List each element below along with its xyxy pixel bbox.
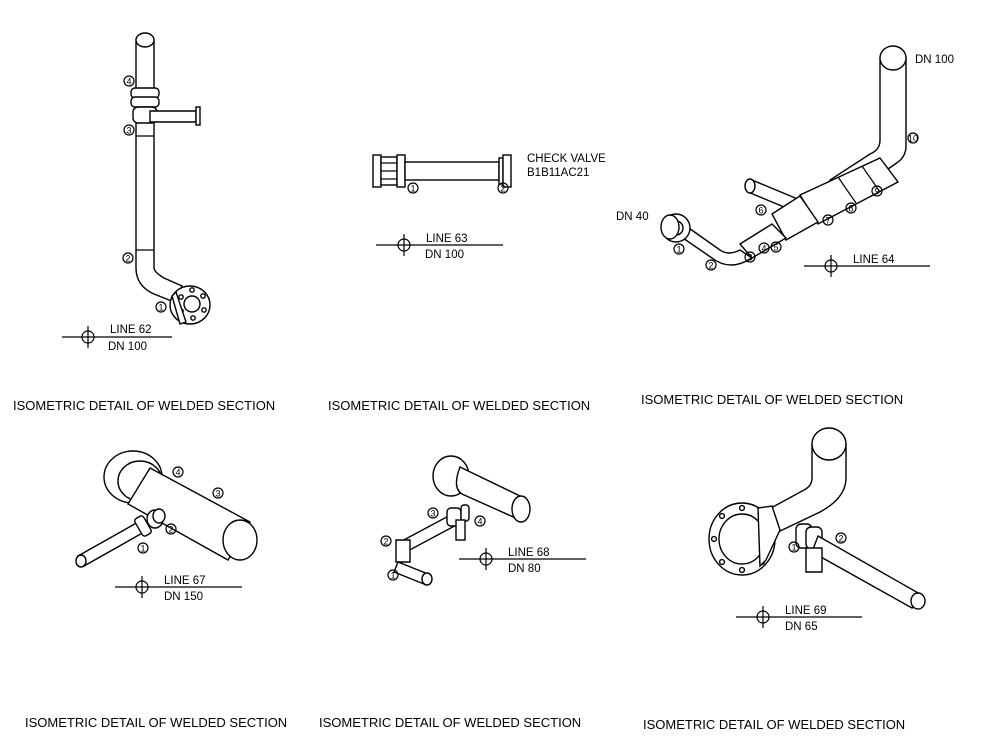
pipe-size-label: DN 65: [785, 621, 818, 633]
line-tag-line-64: LINE 64: [804, 254, 930, 277]
weld-marker: [123, 75, 135, 87]
weld-marker-number: 2: [708, 261, 713, 271]
weld-marker: [172, 466, 184, 478]
line-tag-line-62: LINE 62 DN 100: [62, 324, 172, 353]
weld-marker: [770, 241, 782, 253]
weld-markers-line-62: 4 3 2 1: [122, 75, 167, 313]
weld-marker-number: 3: [747, 253, 752, 263]
weld-marker: [497, 182, 509, 194]
pipe-assembly-line-67: [75, 450, 258, 568]
detail-line-68: 1 2 3 4 LINE 68 DN 80 ISOMETRIC DETAIL O…: [319, 455, 586, 730]
detail-caption: ISOMETRIC DETAIL OF WELDED SECTION: [643, 717, 905, 732]
line-number-label: LINE 68: [508, 547, 550, 559]
check-valve-assembly: [372, 154, 512, 188]
weld-marker: [407, 182, 419, 194]
weld-markers-line-67: 1 2 3 4: [137, 466, 224, 554]
detail-line-62: 4 3 2 1 LINE 62 DN 100 ISOMETRIC DETAIL …: [13, 32, 275, 413]
weld-marker-number: 7: [825, 216, 830, 226]
weld-marker: [744, 251, 756, 263]
weld-marker: [137, 542, 149, 554]
pipe-size-label: DN 100: [108, 341, 147, 353]
weld-markers-line-68: 1 2 3 4: [380, 507, 486, 581]
detail-caption: ISOMETRIC DETAIL OF WELDED SECTION: [328, 398, 590, 413]
pipe-size-label: DN 150: [164, 591, 203, 603]
weld-markers-line-64: 1 2 3 4 5 6 7 8 9 10: [673, 132, 919, 271]
pipe-assembly-line-68: [393, 455, 531, 586]
line-tag-line-69: LINE 69 DN 65: [736, 605, 862, 633]
weld-marker-number: 2: [125, 254, 130, 264]
line-tag-line-67: LINE 67 DN 150: [115, 575, 242, 603]
weld-marker-number: 2: [383, 537, 388, 547]
weld-marker-number: 3: [215, 489, 220, 499]
weld-marker-number: 10: [908, 134, 918, 144]
detail-caption: ISOMETRIC DETAIL OF WELDED SECTION: [13, 398, 275, 413]
detail-line-63: 1 2 CHECK VALVE B1B11AC21 LINE 63 DN 100…: [328, 153, 606, 413]
detail-caption: ISOMETRIC DETAIL OF WELDED SECTION: [25, 715, 287, 730]
weld-marker: [673, 243, 685, 255]
line-number-label: LINE 64: [853, 254, 895, 266]
weld-marker-number: 4: [126, 77, 131, 87]
weld-marker: [427, 507, 439, 519]
weld-marker: [758, 242, 770, 254]
weld-marker-number: 1: [140, 544, 145, 554]
weld-marker: [380, 535, 392, 547]
weld-marker: [835, 532, 847, 544]
weld-marker: [165, 523, 177, 535]
weld-marker-number: 4: [175, 468, 180, 478]
weld-marker-number: 2: [500, 184, 505, 194]
line-tag-line-68: LINE 68 DN 80: [459, 547, 586, 575]
weld-marker: [474, 515, 486, 527]
pipe-size-label: DN 80: [508, 563, 541, 575]
weld-marker-number: 6: [758, 206, 763, 216]
weld-marker-number: 1: [676, 245, 681, 255]
pipe-assembly-line-69: [708, 427, 926, 610]
weld-marker-number: 5: [773, 243, 778, 253]
pipe-assembly-line-64: [660, 45, 907, 266]
weld-marker: [155, 301, 167, 313]
weld-markers-line-63: 1 2: [407, 182, 509, 194]
detail-line-69: 1 2 LINE 69 DN 65 ISOMETRIC DETAIL OF WE…: [643, 427, 926, 732]
weld-marker-number: 3: [126, 126, 131, 136]
line-number-label: LINE 67: [164, 575, 206, 587]
weld-marker: [755, 204, 767, 216]
weld-marker: [122, 252, 134, 264]
weld-marker-number: 4: [761, 244, 766, 254]
weld-marker-number: 4: [477, 517, 482, 527]
weld-marker-number: 3: [430, 509, 435, 519]
weld-marker: [123, 124, 135, 136]
weld-marker: [845, 202, 857, 214]
weld-marker-number: 1: [410, 184, 415, 194]
weld-marker-number: 8: [848, 204, 853, 214]
pipe-size-label-top: DN 100: [915, 54, 954, 66]
weld-marker-number: 9: [874, 187, 879, 197]
weld-marker: [871, 185, 883, 197]
pipe-size-label-left: DN 40: [616, 211, 649, 223]
detail-caption: ISOMETRIC DETAIL OF WELDED SECTION: [641, 392, 903, 407]
weld-marker-number: 1: [791, 543, 796, 553]
pipe-size-label: DN 100: [425, 249, 464, 261]
weld-marker: [907, 132, 919, 144]
detail-line-64: 1 2 3 4 5 6 7 8 9 10 DN 100 DN 40 LINE: [616, 45, 954, 407]
valve-note-label: CHECK VALVE: [527, 153, 606, 165]
weld-marker: [387, 569, 399, 581]
weld-marker-number: 1: [390, 571, 395, 581]
line-number-label: LINE 62: [110, 324, 152, 336]
weld-marker-number: 2: [838, 534, 843, 544]
pipe-assembly-line-62: [130, 32, 211, 325]
line-number-label: LINE 69: [785, 605, 827, 617]
weld-marker: [822, 214, 834, 226]
detail-line-67: 1 2 3 4 LINE 67 DN 150 ISOMETRIC DETAIL …: [25, 450, 287, 730]
detail-caption: ISOMETRIC DETAIL OF WELDED SECTION: [319, 715, 581, 730]
weld-markers-line-69: 1 2: [788, 532, 847, 553]
weld-marker: [705, 259, 717, 271]
valve-code-label: B1B11AC21: [527, 167, 589, 179]
weld-marker-number: 2: [168, 525, 173, 535]
weld-marker: [788, 541, 800, 553]
line-tag-line-63: LINE 63 DN 100: [376, 233, 503, 261]
line-number-label: LINE 63: [426, 233, 468, 245]
weld-marker-number: 1: [158, 303, 163, 313]
weld-marker: [212, 487, 224, 499]
